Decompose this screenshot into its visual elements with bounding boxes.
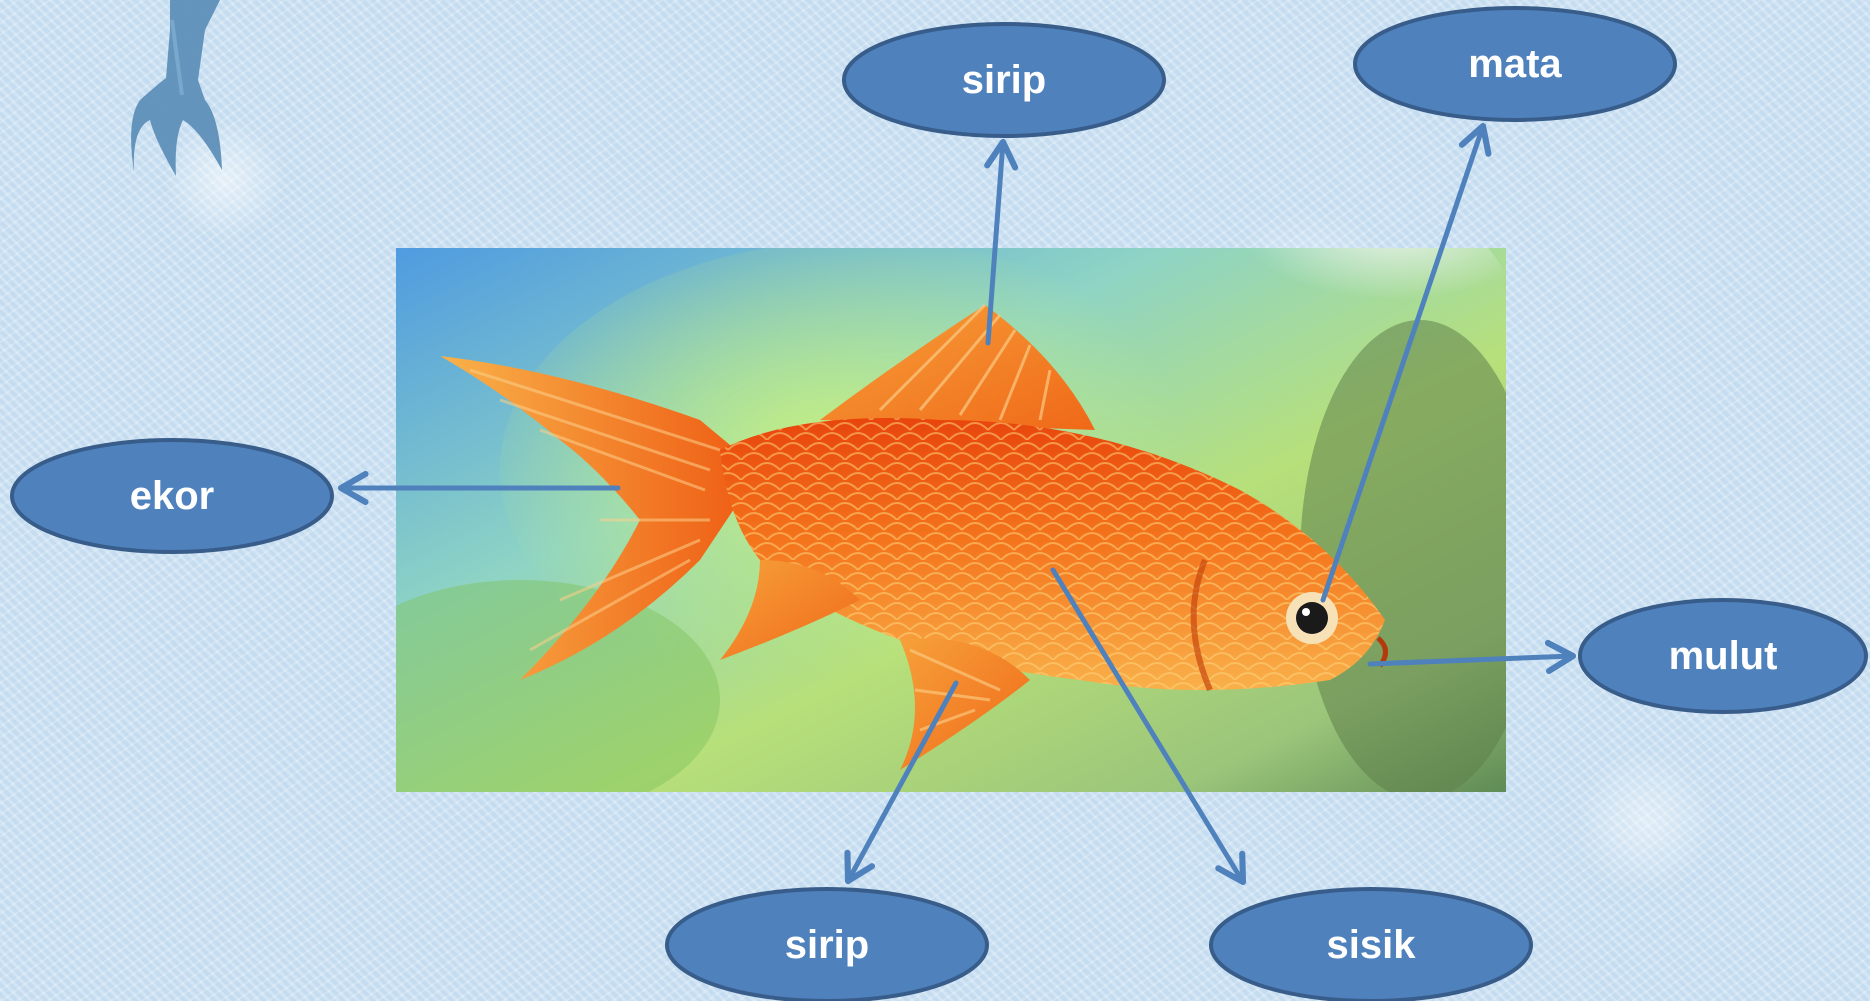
- label-pelvic-fin-text: sirip: [785, 923, 869, 967]
- label-dorsal-fin: sirip: [844, 24, 1164, 136]
- label-mouth: mulut: [1580, 600, 1866, 712]
- fish-eye: [1286, 592, 1338, 644]
- label-scales-text: sisik: [1327, 923, 1417, 967]
- label-tail: ekor: [12, 440, 332, 552]
- label-eye: mata: [1355, 8, 1675, 120]
- label-mouth-text: mulut: [1669, 634, 1778, 678]
- label-scales: sisik: [1211, 889, 1531, 1001]
- label-dorsal-fin-text: sirip: [962, 58, 1046, 102]
- fish-tail-icon: [131, 0, 222, 176]
- label-eye-text: mata: [1468, 42, 1562, 86]
- label-tail-text: ekor: [130, 474, 215, 518]
- label-pelvic-fin: sirip: [667, 889, 987, 1001]
